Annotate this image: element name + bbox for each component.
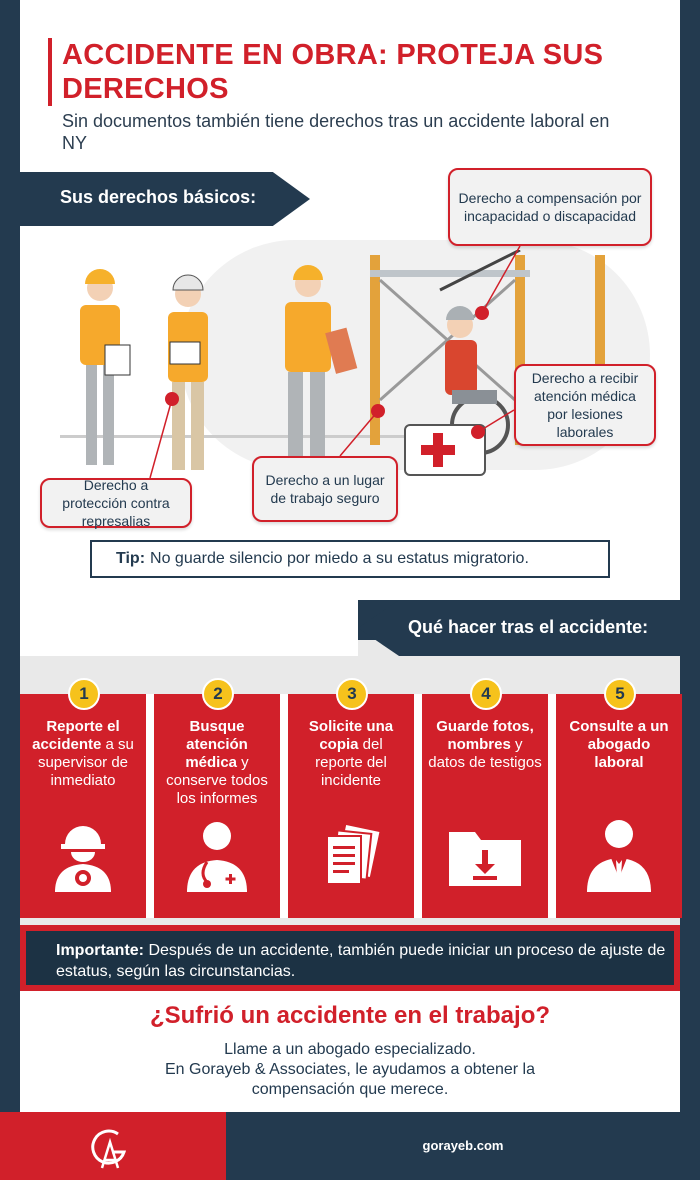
callout-dot-safe bbox=[371, 404, 385, 418]
step-text: Reporte el accidente a su supervisor de … bbox=[32, 718, 134, 789]
lawyer-icon bbox=[579, 814, 659, 894]
frame-left bbox=[0, 0, 20, 1112]
page-title: ACCIDENTE EN OBRA: PROTEJA SUS DERECHOS bbox=[62, 39, 604, 105]
callout-dot-retaliation bbox=[165, 392, 179, 406]
steps-banner: Qué hacer tras el accidente: bbox=[358, 600, 700, 656]
header-area bbox=[20, 0, 680, 168]
step-divider bbox=[548, 694, 556, 918]
gorayeb-logo-icon[interactable] bbox=[88, 1124, 132, 1170]
callout-compensation: Derecho a compensación por incapacidad o… bbox=[448, 168, 652, 246]
callout-medical-care: Derecho a recibir atención médica por le… bbox=[514, 364, 656, 446]
callout-connectors bbox=[149, 245, 521, 479]
step-number-badge: 4 bbox=[470, 678, 502, 710]
footer-url-link[interactable]: gorayeb.com bbox=[422, 1138, 504, 1153]
cta-title: ¿Sufrió un accidente en el trabajo? bbox=[149, 1002, 551, 1029]
cta-section bbox=[20, 991, 680, 1112]
callout-dot-medical bbox=[471, 425, 485, 439]
doctor-icon bbox=[177, 814, 257, 894]
steps-section-top bbox=[20, 600, 358, 656]
scaffold-icon bbox=[370, 250, 605, 445]
worker-gear-icon bbox=[43, 814, 123, 894]
tip-label: Tip: bbox=[116, 550, 146, 567]
rights-banner: Sus derechos básicos: bbox=[0, 172, 310, 226]
worker-3-icon bbox=[285, 265, 358, 468]
step-divider bbox=[280, 694, 288, 918]
step-divider bbox=[146, 694, 154, 918]
footer-bar bbox=[226, 1112, 700, 1180]
worker-2-icon bbox=[168, 274, 208, 470]
footer-logo-area bbox=[0, 1112, 226, 1180]
page-subtitle: Sin documentos también tiene derechos tr… bbox=[62, 111, 610, 153]
important-label: Importante: bbox=[56, 942, 144, 959]
callout-dot-compensation bbox=[475, 306, 489, 320]
tip-text: No guarde silencio por miedo a su estatu… bbox=[150, 550, 529, 567]
documents-icon bbox=[311, 814, 391, 894]
folder-download-icon bbox=[445, 814, 525, 894]
step-text: Busque atención médica y conserve todos … bbox=[166, 718, 268, 807]
important-box: Importante: Después de un accidente, tam… bbox=[20, 925, 680, 991]
rights-banner-label: Sus derechos básicos: bbox=[60, 187, 257, 207]
step-text: Consulte a un abogado laboral bbox=[569, 718, 669, 771]
step-number-badge: 3 bbox=[336, 678, 368, 710]
cta-subtext: Llame a un abogado especializado. En Gor… bbox=[20, 1040, 680, 1100]
first-aid-kit-icon bbox=[404, 424, 486, 476]
important-text: Después de un accidente, también puede i… bbox=[56, 942, 666, 980]
step-divider bbox=[414, 694, 422, 918]
step-number-badge: 1 bbox=[68, 678, 100, 710]
illustration-floor bbox=[60, 435, 480, 438]
cta-line-1: Llame a un abogado especializado. bbox=[224, 1041, 476, 1058]
step-text: Guarde fotos, nombres y datos de testigo… bbox=[428, 718, 542, 771]
callout-safe-workplace: Derecho a un lugar de trabajo seguro bbox=[252, 456, 398, 522]
callout-retaliation: Derecho a protección contra represalias bbox=[40, 477, 192, 529]
step-number-badge: 5 bbox=[604, 678, 636, 710]
steps-banner-label: Qué hacer tras el accidente: bbox=[408, 617, 649, 637]
construction-illustration bbox=[80, 250, 605, 476]
frame-right bbox=[680, 0, 700, 1112]
tip-box: Tip: No guarde silencio por miedo a su e… bbox=[90, 540, 610, 578]
cta-line-2: En Gorayeb & Associates, le ayudamos a o… bbox=[165, 1061, 535, 1098]
worker-1-icon bbox=[80, 269, 131, 465]
page-title-block: ACCIDENTE EN OBRA: PROTEJA SUS DERECHOS bbox=[48, 38, 648, 106]
step-number-badge: 2 bbox=[202, 678, 234, 710]
step-text: Solicite una copia del reporte del incid… bbox=[308, 718, 394, 789]
